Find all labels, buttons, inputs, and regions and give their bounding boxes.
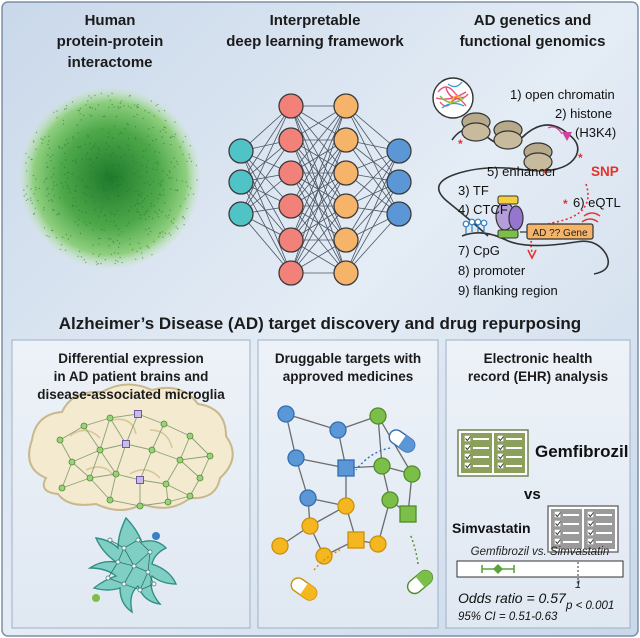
forest-plot-icon xyxy=(456,560,624,590)
genomics-title-line: functional genomics xyxy=(459,33,606,50)
interactome-title-line: interactome xyxy=(67,54,153,71)
nn-node xyxy=(228,169,254,195)
drug-network-node xyxy=(337,497,355,515)
ehr-title-line: Electronic health xyxy=(483,351,593,366)
nn-node xyxy=(333,227,359,253)
ehr-title-line: record (EHR) analysis xyxy=(467,369,609,384)
svg-text:*: * xyxy=(458,137,463,151)
gene-label: AD ?? Gene xyxy=(532,228,587,239)
ci-label: 95% CI = 0.51-0.63 xyxy=(458,611,558,623)
svg-text:*: * xyxy=(578,151,583,165)
expression-title: Differential expression in AD patient br… xyxy=(14,350,248,404)
nn-node xyxy=(386,169,412,195)
drug-network-node xyxy=(271,537,289,555)
odds-ratio-label: Odds ratio = 0.57 xyxy=(458,590,567,606)
h3k4-label: (H3K4) xyxy=(575,125,617,140)
nn-node xyxy=(278,260,304,286)
dl-title-line: Interpretable xyxy=(269,12,361,29)
genomics-title: AD genetics and functional genomics xyxy=(430,10,635,52)
druggable-title-line: Druggable targets with xyxy=(274,351,422,366)
histone-label: 2) histone xyxy=(555,106,613,121)
protein-network-icon xyxy=(20,88,200,268)
ctcf-label: 4) CTCF xyxy=(458,202,508,217)
drug-network-node xyxy=(315,547,333,565)
drug-network-node xyxy=(287,449,305,467)
drug-network-node xyxy=(381,491,399,509)
drug-network-node xyxy=(369,407,387,425)
nn-node xyxy=(386,138,412,164)
ehr-card xyxy=(445,339,631,629)
nn-node xyxy=(333,93,359,119)
p-value-label: p < 0.001 xyxy=(565,600,614,612)
vs-label: vs xyxy=(524,486,541,503)
nn-node xyxy=(228,138,254,164)
expression-title-line: in AD patient brains and xyxy=(53,369,209,384)
nn-node xyxy=(333,127,359,153)
nn-node xyxy=(228,201,254,227)
drug-network-node xyxy=(301,517,319,535)
svg-text:*: * xyxy=(542,167,547,181)
open-chromatin-label: 1) open chromatin xyxy=(510,87,615,102)
chromatin-icon: * * * * * xyxy=(432,77,610,275)
interactome-title-line: protein-protein xyxy=(56,33,164,50)
pill-icon xyxy=(290,429,434,601)
drug-network-node xyxy=(347,531,365,549)
eqtl-label: 6) eQTL xyxy=(573,195,621,210)
expression-title-line: disease-associated microglia xyxy=(37,387,225,402)
nn-node xyxy=(333,193,359,219)
drug-network-node xyxy=(369,535,387,553)
nn-node xyxy=(333,260,359,286)
drug-network-node xyxy=(277,405,295,423)
expression-title-line: Differential expression xyxy=(58,351,204,366)
banner-title: Alzheimer’s Disease (AD) target discover… xyxy=(58,314,582,333)
promoter-label: 8) promoter xyxy=(458,263,526,278)
nn-node xyxy=(278,127,304,153)
dl-title: Interpretable deep learning framework xyxy=(210,10,420,52)
nn-node xyxy=(278,160,304,186)
microglia-icon xyxy=(87,516,178,614)
nn-node xyxy=(278,227,304,253)
cpg-label: 7) CpG xyxy=(458,243,500,258)
drug-network-node xyxy=(337,459,355,477)
nn-node xyxy=(386,201,412,227)
drug-network-node xyxy=(299,489,317,507)
druggable-title-line: approved medicines xyxy=(282,369,414,384)
enhancer-label: 5) enhancer xyxy=(487,164,557,179)
druggable-title: Druggable targets with approved medicine… xyxy=(260,350,436,386)
comparison-label: Gemfibrozil vs. Simvastatin xyxy=(471,546,610,558)
drug-network-node xyxy=(403,465,421,483)
forest-reference-label: 1 xyxy=(575,579,581,591)
flanking-label: 9) flanking region xyxy=(458,283,558,298)
druggable-card xyxy=(257,339,439,629)
drug-network-node xyxy=(373,457,391,475)
snp-label: SNP xyxy=(591,164,619,179)
tf-label: 3) TF xyxy=(458,183,489,198)
nn-node xyxy=(278,93,304,119)
svg-text:*: * xyxy=(563,197,568,211)
interactome-title: Human protein-protein interactome xyxy=(20,10,200,73)
brain-network-icon xyxy=(28,383,234,511)
ehr-title: Electronic health record (EHR) analysis xyxy=(448,350,628,386)
genomics-title-line: AD genetics and xyxy=(473,12,592,29)
drug-network-node xyxy=(329,421,347,439)
nn-node xyxy=(278,193,304,219)
dl-title-line: deep learning framework xyxy=(226,33,404,50)
interactome-title-line: Human xyxy=(84,12,136,29)
drug-a-label: Gemfibrozil xyxy=(535,442,629,461)
nn-node xyxy=(333,160,359,186)
health-record-icon xyxy=(457,429,619,553)
drug-b-label: Simvastatin xyxy=(452,520,531,536)
drug-network-node xyxy=(399,505,417,523)
